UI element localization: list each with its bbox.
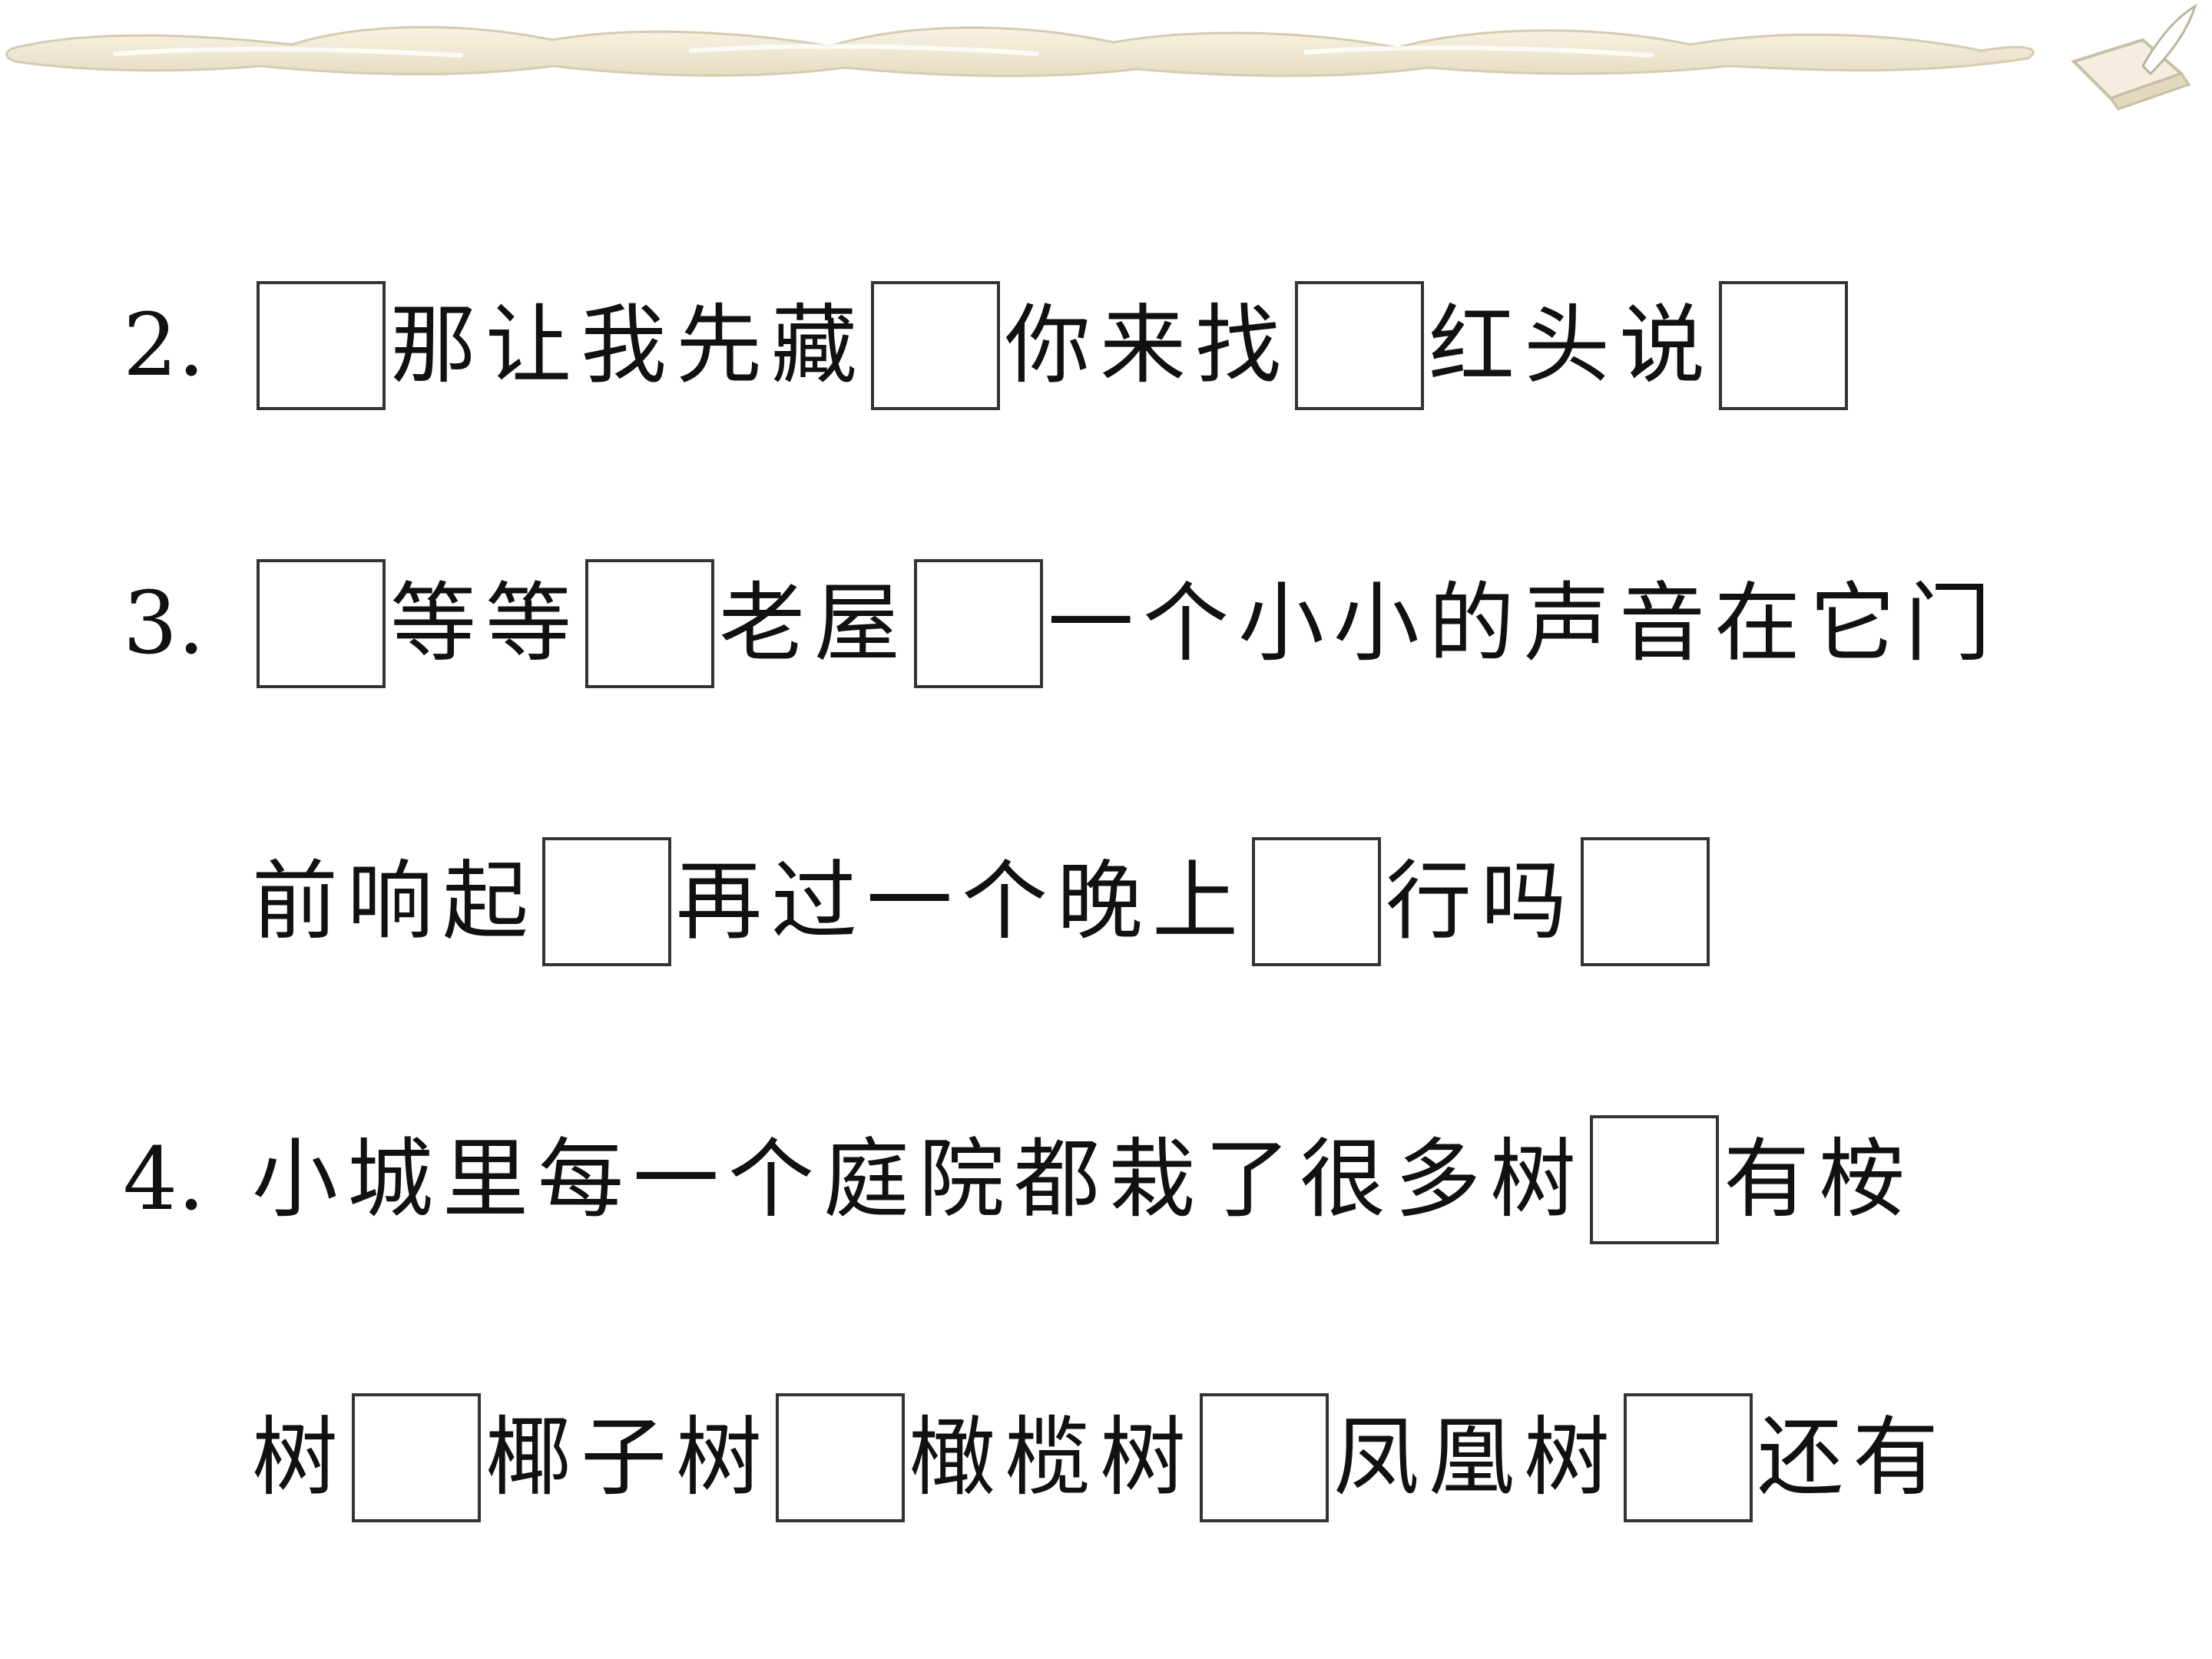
sentence-text: 老屋 — [719, 574, 909, 674]
question-3-line-2: 前响起 再过一个晚上 行吗 — [123, 833, 1714, 971]
question-number: 3. — [123, 574, 205, 674]
answer-box[interactable] — [585, 559, 714, 688]
sentence-text: 还有 — [1757, 1408, 1948, 1508]
answer-box[interactable] — [257, 281, 386, 410]
sentence-text: 前响起 — [252, 852, 538, 952]
sentence-text: 那让我先藏 — [390, 296, 866, 396]
sentence-text: 行吗 — [1386, 852, 1576, 952]
sentence-text: 橄榄树 — [909, 1408, 1195, 1508]
answer-box[interactable] — [1719, 281, 1848, 410]
question-2: 2. 那让我先藏 你来找 红头说 — [123, 276, 1853, 415]
answer-box[interactable] — [871, 281, 1000, 410]
answer-box[interactable] — [257, 559, 386, 688]
answer-box[interactable] — [914, 559, 1043, 688]
sentence-text: 再过一个晚上 — [676, 852, 1247, 952]
answer-box[interactable] — [542, 837, 671, 966]
sentence-text: 有桉 — [1724, 1130, 1914, 1230]
answer-box[interactable] — [1295, 281, 1424, 410]
question-number: 2. — [123, 296, 205, 396]
sentence-text: 你来找 — [1005, 296, 1290, 396]
answer-box[interactable] — [1624, 1393, 1753, 1522]
question-number: 4. — [123, 1130, 205, 1230]
answer-box[interactable] — [1252, 837, 1381, 966]
answer-box[interactable] — [1200, 1393, 1329, 1522]
book-quill-icon — [2071, 3, 2197, 111]
answer-box[interactable] — [352, 1393, 481, 1522]
question-4-line-1: 4. 小城里每一个庭院都栽了很多树 有桉 — [123, 1111, 1914, 1249]
sentence-text: 等等 — [390, 574, 581, 674]
sentence-text: 小城里每一个庭院都栽了很多树 — [252, 1130, 1585, 1230]
sentence-text: 红头说 — [1429, 296, 1714, 396]
sentence-text: 凤凰树 — [1333, 1408, 1619, 1508]
question-4-line-2: 树 椰子树 橄榄树 凤凰树 还有 — [123, 1389, 1948, 1527]
sentence-text: 一个小小的声音在它门 — [1048, 574, 2000, 674]
question-3-line-1: 3. 等等 老屋 一个小小的声音在它门 — [123, 555, 2000, 693]
answer-box[interactable] — [1581, 837, 1710, 966]
sentence-text: 椰子树 — [485, 1408, 771, 1508]
sentence-text: 树 — [252, 1408, 347, 1508]
decorative-cloud-banner — [5, 3, 2197, 111]
answer-box[interactable] — [1590, 1115, 1719, 1244]
answer-box[interactable] — [776, 1393, 905, 1522]
